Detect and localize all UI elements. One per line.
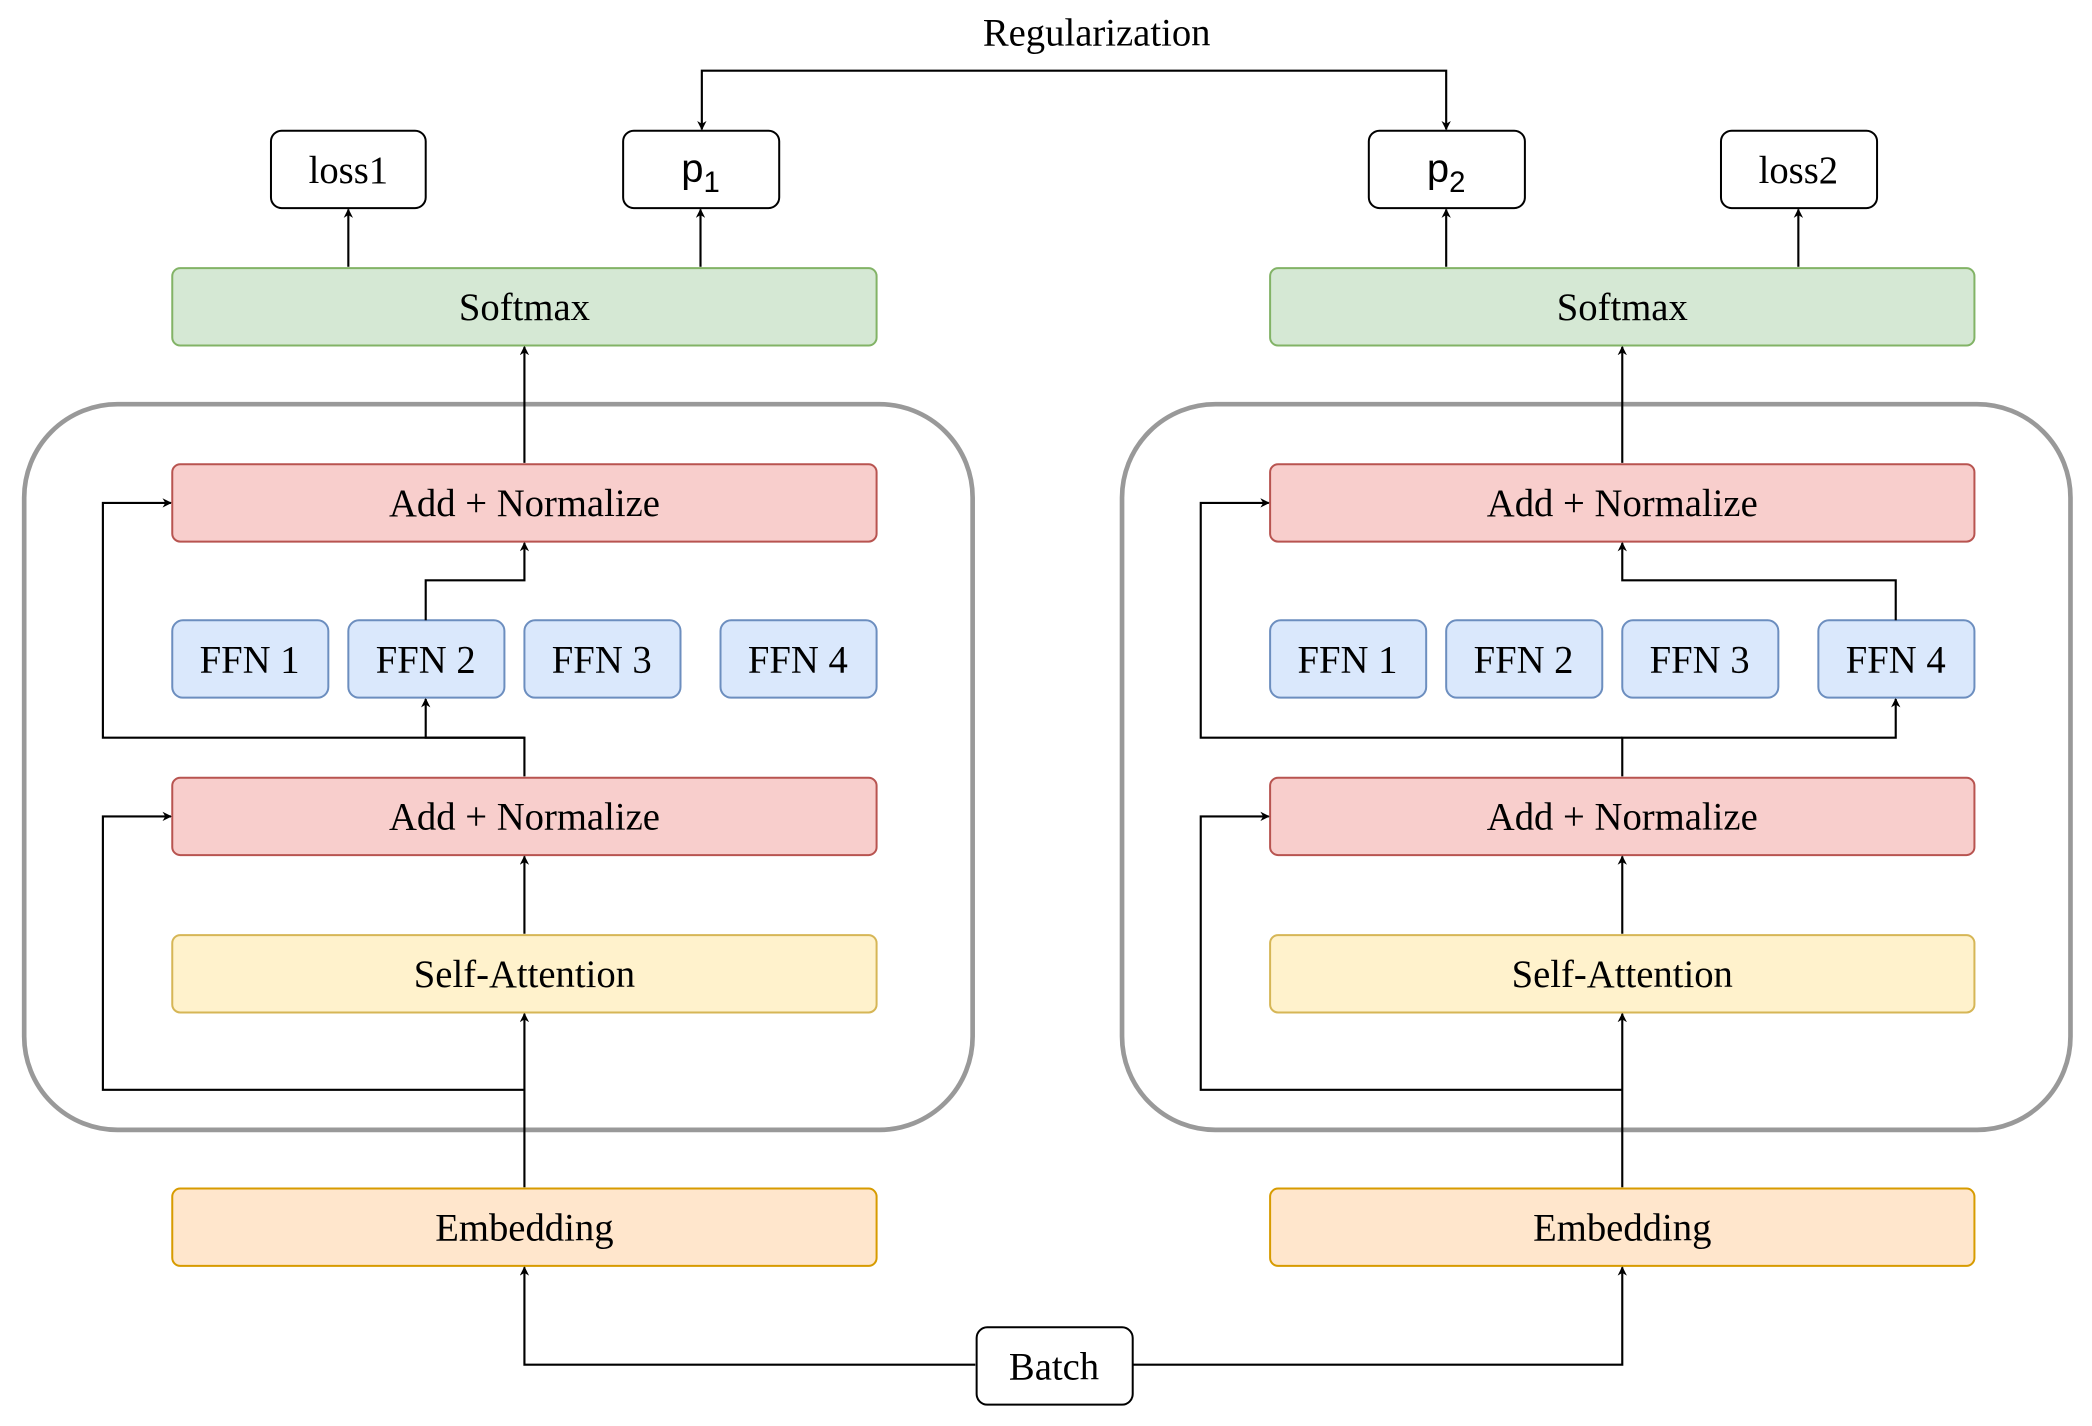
self-attention-label-2: Self-Attention [1512,954,1733,996]
loss2-label: loss2 [1759,150,1839,192]
loss1-box [269,129,427,210]
ffn1-label-2: FFN 1 [1297,639,1397,681]
batch-to-embedding-1-arrow [519,1266,976,1366]
encoder-container-1 [21,401,975,1133]
p1-base: p [681,146,703,190]
add-normalize-bottom-1 [171,776,878,857]
residual-top-arrow-2 [1199,498,1623,739]
softmax-label-2: Softmax [1557,287,1688,329]
ffn1-box-1 [171,619,330,699]
embedding-box-1 [171,1187,878,1267]
add-normalize-top-1 [171,463,878,543]
loss1-label: loss1 [309,150,389,192]
ffn3-box-2 [1621,619,1780,699]
ffn3-box-1 [523,619,682,699]
encoder-container-2 [1119,401,2073,1133]
residual-bottom-arrow-1 [101,811,525,1091]
ffn4-label-1: FFN 4 [748,639,848,681]
regularization-label: Regularization [983,12,1211,54]
ffn3-label-1: FFN 3 [552,639,652,681]
p2-subscript: 2 [1449,166,1465,199]
softmax-box-2 [1269,267,1976,347]
add-normalize-top-2 [1269,463,1976,543]
add-normalize-top-label-2: Add + Normalize [1487,483,1758,525]
softmax-box-1 [171,267,878,347]
batch-to-embedding-2-arrow [1132,1266,1627,1366]
residual-bottom-arrow-2 [1199,811,1623,1091]
ffn4-label-2: FFN 4 [1846,639,1946,681]
self-attention-box-2 [1269,934,1976,1014]
p2-base: p [1427,146,1449,190]
add-normalize-bottom-2 [1269,776,1976,857]
branch-1: loss1 p1 Softmax Add + Normalize FFN 1 F… [21,129,975,1267]
embedding-box-2 [1269,1187,1976,1267]
batch-box [975,1326,1134,1406]
p1-box [622,129,781,210]
self-attention-box-1 [171,934,878,1014]
ffn2-label-1: FFN 2 [376,639,476,681]
embedding-label-1: Embedding [435,1208,613,1250]
add-normalize-top-label-1: Add + Normalize [389,483,660,525]
embedding-label-2: Embedding [1533,1208,1711,1250]
add-normalize-bottom-label-2: Add + Normalize [1487,797,1758,839]
branch-2: p2 loss2 Softmax Add + Normalize FFN 1 F… [1119,129,2073,1267]
ffn4-output-arrow-2 [1617,541,1897,621]
batch-label: Batch [1009,1346,1099,1388]
softmax-label-1: Softmax [459,287,590,329]
ffn1-box-2 [1269,619,1428,699]
router-to-ffn4-arrow-2 [1621,698,1901,777]
p2-box [1367,129,1526,210]
ffn1-label-1: FFN 1 [200,639,300,681]
loss2-box [1719,129,1879,210]
regularization-connector [697,69,1451,131]
p1-label: p1 [681,146,720,199]
p1-subscript: 1 [703,166,719,199]
residual-top-arrow-1 [101,498,525,739]
ffn2-output-arrow-1 [424,541,530,621]
add-normalize-bottom-label-1: Add + Normalize [389,797,660,839]
self-attention-label-1: Self-Attention [414,954,635,996]
ffn2-box-2 [1445,619,1604,699]
p2-label: p2 [1427,146,1466,199]
ffn4-box-1 [719,619,878,699]
ffn2-label-2: FFN 2 [1474,639,1574,681]
ffn3-label-2: FFN 3 [1650,639,1750,681]
